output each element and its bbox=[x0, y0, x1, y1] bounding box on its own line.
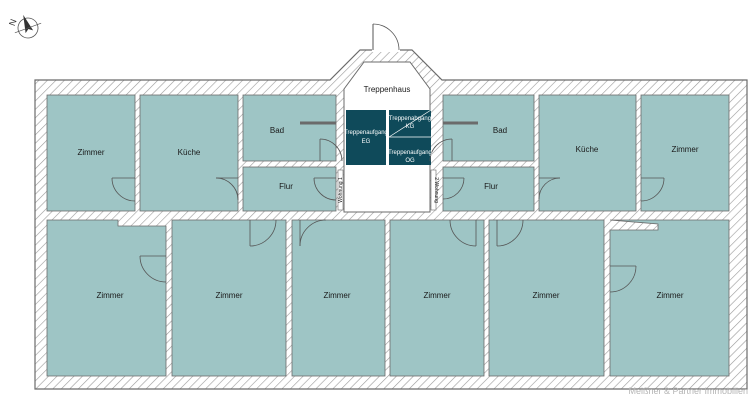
label-stair-down-kg-2: KG bbox=[406, 124, 415, 130]
room-zimmer-b5 bbox=[488, 219, 605, 377]
stairs bbox=[346, 109, 432, 165]
room-kueche-right bbox=[538, 94, 637, 212]
compass-north-label: N bbox=[7, 18, 19, 28]
label-stair-down-kg-1: Treppenabgang bbox=[389, 116, 431, 122]
label-kueche-right: Küche bbox=[576, 145, 599, 154]
room-bad-left bbox=[242, 94, 337, 162]
compass-icon bbox=[14, 14, 42, 39]
label-wohnung-1: Wohnung 1 bbox=[338, 177, 344, 203]
label-zimmer-b3: Zimmer bbox=[323, 291, 350, 300]
stair-up-eg bbox=[346, 110, 386, 165]
label-stair-up-og-2: OG bbox=[405, 158, 415, 164]
room-bad-right bbox=[442, 94, 535, 162]
label-stair-up-eg-2: EG bbox=[362, 139, 371, 145]
label-stair-up-og-1: Treppenaufgang bbox=[388, 150, 432, 156]
entrance-door bbox=[372, 23, 400, 52]
label-zimmer-top-left: Zimmer bbox=[77, 148, 104, 157]
label-flur-left: Flur bbox=[279, 182, 293, 191]
label-zimmer-top-right: Zimmer bbox=[671, 145, 698, 154]
label-kueche-left: Küche bbox=[178, 148, 201, 157]
watermark: Meißner & Partner Immobilien bbox=[628, 386, 748, 396]
label-zimmer-b1: Zimmer bbox=[96, 291, 123, 300]
label-zimmer-b5: Zimmer bbox=[532, 291, 559, 300]
room-zimmer-b6 bbox=[609, 219, 730, 377]
label-stair-up-eg-1: Treppenaufgang bbox=[344, 130, 388, 136]
room-flur-right bbox=[442, 166, 535, 212]
label-treppenhaus: Treppenhaus bbox=[364, 85, 411, 94]
label-zimmer-b2: Zimmer bbox=[215, 291, 242, 300]
room-zimmer-top-right bbox=[640, 94, 730, 212]
door-swings bbox=[111, 138, 665, 293]
label-zimmer-b4: Zimmer bbox=[423, 291, 450, 300]
label-flur-right: Flur bbox=[484, 182, 498, 191]
room-zimmer-b4 bbox=[389, 219, 485, 377]
room-zimmer-b1 bbox=[46, 219, 167, 377]
label-bad-right: Bad bbox=[493, 126, 507, 135]
stair-down-kg bbox=[389, 110, 431, 165]
room-zimmer-b3 bbox=[291, 219, 386, 377]
room-flur-left bbox=[242, 166, 337, 212]
label-zimmer-b6: Zimmer bbox=[656, 291, 683, 300]
label-bad-left: Bad bbox=[270, 126, 284, 135]
room-kueche-left bbox=[139, 94, 239, 212]
room-zimmer-b2 bbox=[171, 219, 287, 377]
label-wohnung-2: 2 Wohnung bbox=[433, 177, 439, 203]
room-zimmer-top-left bbox=[46, 94, 136, 212]
stairwell-area bbox=[343, 61, 431, 213]
